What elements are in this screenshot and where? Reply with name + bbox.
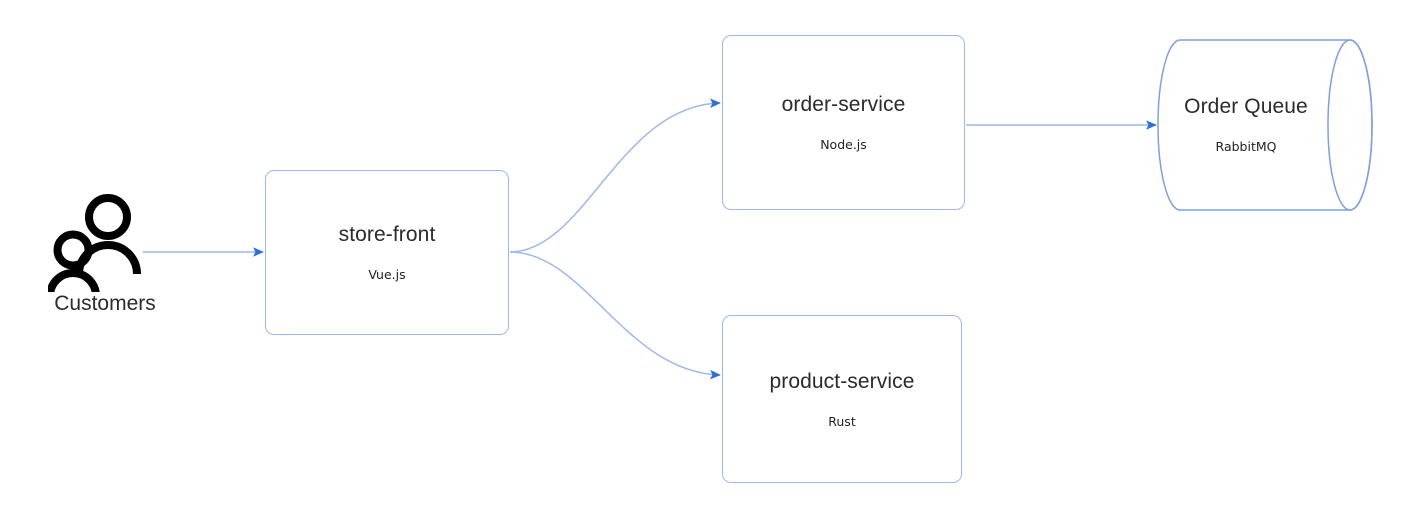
order-queue-tech: RabbitMQ — [1215, 138, 1277, 154]
node-order-service[interactable]: order-service Node.js — [722, 35, 965, 210]
order-queue-title: Order Queue — [1184, 94, 1308, 118]
product-service-title: product-service — [769, 369, 915, 393]
order-queue-label-group: Order Queue RabbitMQ — [1157, 35, 1335, 213]
node-customers[interactable]: Customers — [40, 192, 170, 332]
edge-store-front-to-product-service — [509, 251, 721, 380]
cylinder-shape — [1157, 39, 1373, 211]
order-service-tech: Node.js — [820, 137, 867, 153]
product-service-tech: Rust — [828, 413, 856, 429]
store-front-title: store-front — [338, 223, 436, 247]
edge-store-front-to-order-service — [509, 98, 721, 253]
customers-label: Customers — [54, 292, 156, 315]
order-service-title: order-service — [781, 93, 906, 117]
node-product-service[interactable]: product-service Rust — [722, 315, 962, 483]
customers-icon — [48, 194, 141, 292]
store-front-tech: Vue.js — [368, 267, 406, 283]
node-order-queue[interactable]: Order Queue RabbitMQ — [1157, 35, 1373, 213]
node-store-front[interactable]: store-front Vue.js — [265, 170, 509, 335]
